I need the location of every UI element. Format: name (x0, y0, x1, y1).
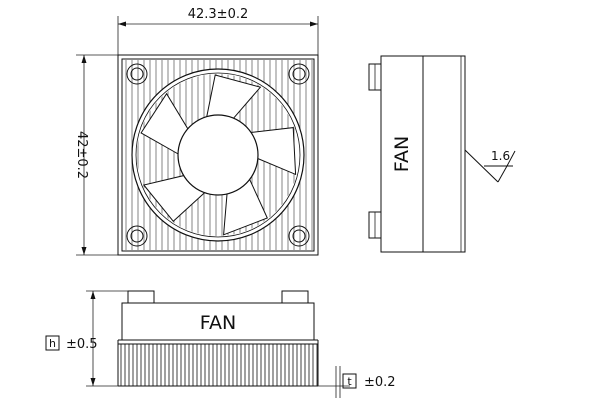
t-tolerance: ±0.2 (364, 375, 396, 390)
bottom-fin (160, 343, 166, 387)
bottom-fin (272, 343, 278, 387)
bottom-fin (144, 343, 150, 387)
bottom-fin (176, 343, 182, 387)
heatsink-inner-outline (121, 58, 315, 252)
bottom-fin (168, 343, 174, 387)
h-symbol: h (49, 337, 56, 350)
bottom-fin (208, 343, 214, 387)
bottom-fin (184, 343, 190, 387)
surface-roughness-symbol: 1.6 (464, 149, 516, 183)
bottom-fin (192, 343, 198, 387)
t-dimension: t ±0.2 (311, 366, 396, 398)
h-tolerance: ±0.5 (66, 337, 98, 352)
bottom-fin (152, 343, 158, 387)
bottom-fin (264, 343, 270, 387)
bottom-fin (288, 343, 294, 387)
height-dimension-label: 42±0.2 (74, 131, 89, 179)
side-heatsink-base (422, 55, 466, 253)
side-fan-label: FAN (391, 136, 413, 172)
bottom-fin (216, 343, 222, 387)
bottom-fin (240, 343, 246, 387)
surface-roughness-value: 1.6 (491, 149, 510, 163)
width-dimension-label: 42.3±0.2 (188, 7, 249, 22)
front-view: 42.3±0.2 42±0.2 (74, 7, 319, 256)
width-dimension: 42.3±0.2 (117, 7, 319, 55)
bottom-view: FAN h ±0.5 t ±0.2 (45, 290, 396, 398)
heatsink-outline (117, 54, 319, 256)
bottom-fin (120, 343, 126, 387)
h-dimension: h ±0.5 (45, 290, 128, 387)
bottom-fin (256, 343, 262, 387)
bottom-fin (200, 343, 206, 387)
bottom-fin (296, 343, 302, 387)
height-dimension: 42±0.2 (74, 54, 118, 256)
bottom-fin (280, 343, 286, 387)
bottom-fin (224, 343, 230, 387)
t-symbol: t (347, 375, 352, 388)
bottom-fan-label: FAN (200, 312, 236, 334)
bottom-fin (248, 343, 254, 387)
corner-screws (126, 63, 310, 247)
fan-housing-inner (135, 72, 301, 238)
fan-hub (177, 114, 259, 196)
bottom-fin (232, 343, 238, 387)
bottom-fins (120, 343, 318, 387)
bottom-fin (304, 343, 310, 387)
bottom-fin (128, 343, 134, 387)
side-view: FAN 1.6 (368, 55, 516, 253)
bottom-fin (312, 343, 318, 387)
bottom-fin (136, 343, 142, 387)
